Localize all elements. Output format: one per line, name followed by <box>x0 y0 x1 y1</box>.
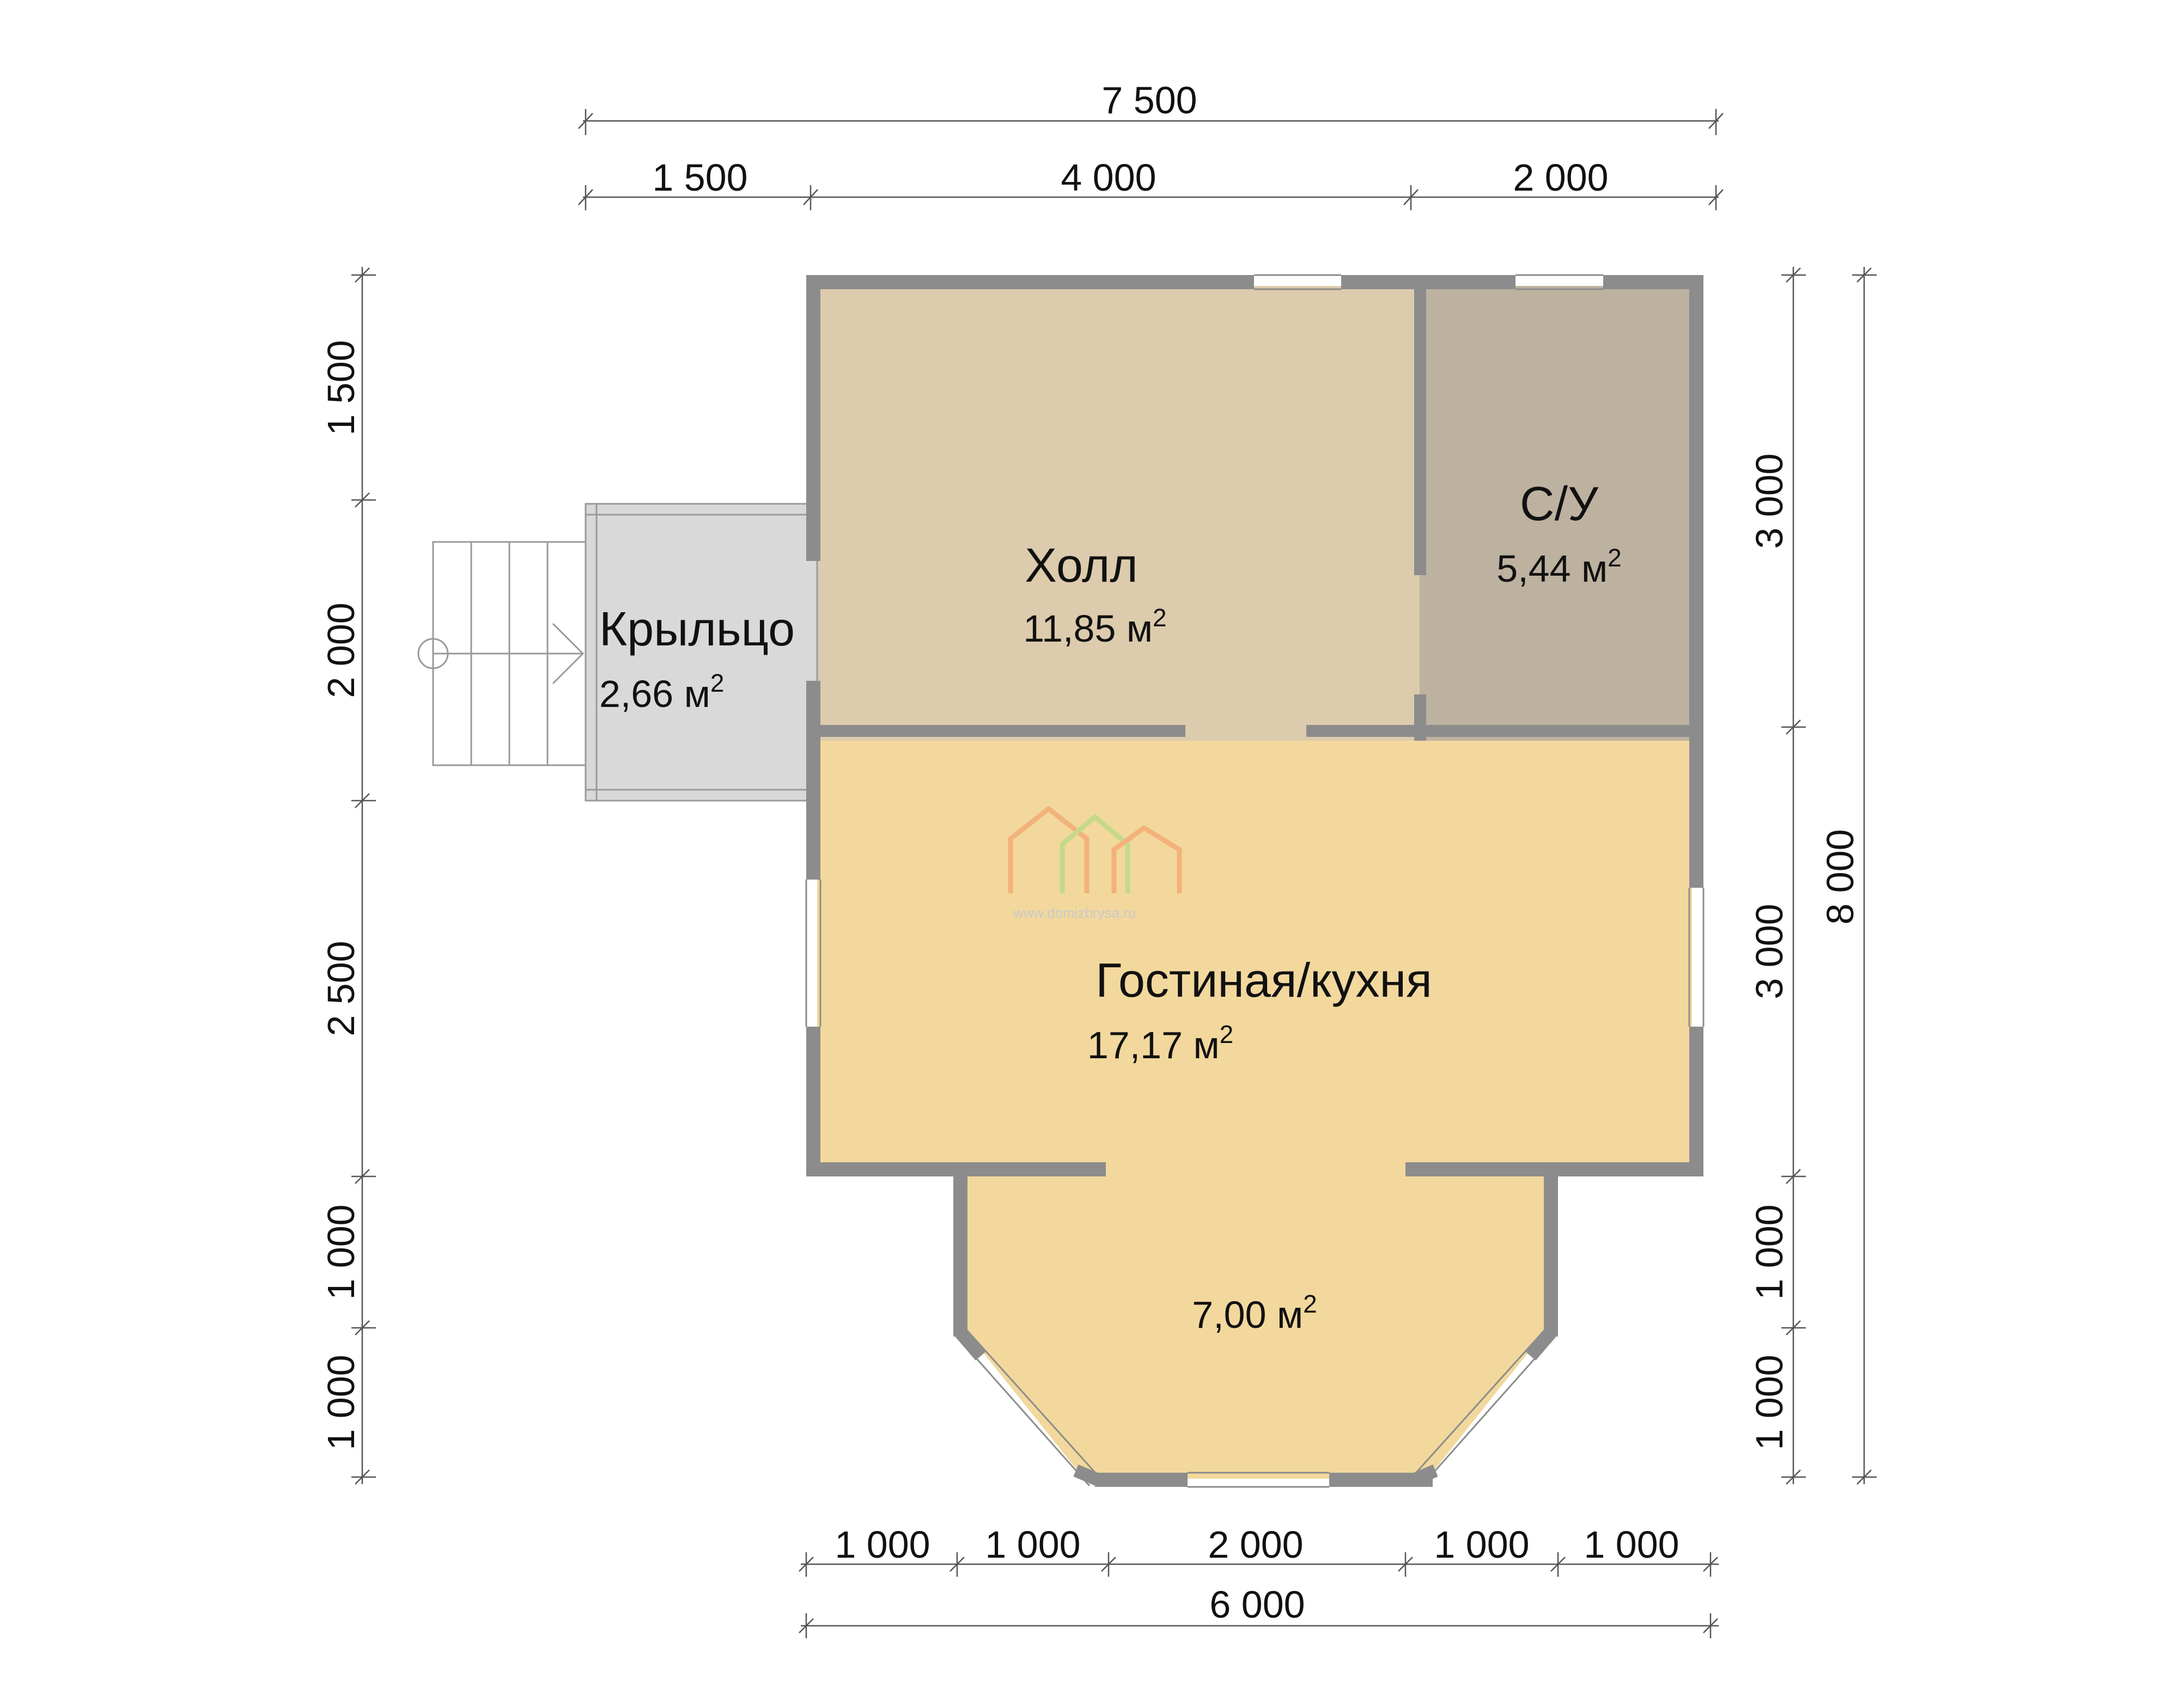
right-total-dimension: 8 000 <box>1819 267 1877 1485</box>
logo-house-1 <box>1008 806 1090 893</box>
bottom-seg-2: 1 000 <box>985 1523 1080 1566</box>
bay-area: 7,00 м2 <box>1192 1290 1317 1336</box>
left-seg-5: 1 000 <box>320 1355 362 1450</box>
porch-floor <box>586 504 817 801</box>
porch-outline <box>585 503 818 802</box>
top-seg-2: 4 000 <box>1061 156 1156 199</box>
bathroom-area: 5,44 м2 <box>1496 544 1621 590</box>
top-seg-3: 2 000 <box>1513 156 1608 199</box>
logo-house-3 <box>1111 825 1182 893</box>
living-floor <box>817 741 1692 1171</box>
left-seg-1: 1 500 <box>320 340 362 435</box>
left-seg-2: 2 000 <box>320 602 362 698</box>
bottom-segment-dimensions: 1 000 1 000 2 000 1 000 1 000 <box>799 1523 1719 1577</box>
window-frames <box>805 274 1705 1488</box>
bay-diagonal-walls <box>955 1328 1556 1486</box>
bay-floor <box>964 1171 1547 1479</box>
right-seg-2: 3 000 <box>1748 904 1791 999</box>
left-segment-dimensions: 1 500 2 000 2 500 1 000 1 000 <box>320 267 376 1485</box>
porch-stairs <box>417 541 587 766</box>
right-seg-3: 1 000 <box>1748 1204 1791 1300</box>
bathroom-name: С/У <box>1520 477 1599 530</box>
hall-floor <box>817 286 1420 741</box>
walls <box>806 275 1703 1487</box>
top-total-label: 7 500 <box>1101 79 1197 121</box>
bay-diagonal-windows <box>955 1327 1556 1486</box>
right-total-label: 8 000 <box>1819 829 1861 924</box>
logo-house-2 <box>1060 814 1130 893</box>
bottom-seg-3: 2 000 <box>1208 1523 1303 1566</box>
porch-name: Крыльцо <box>599 602 795 656</box>
bottom-seg-1: 1 000 <box>835 1523 930 1566</box>
bottom-seg-4: 1 000 <box>1434 1523 1529 1566</box>
left-seg-4: 1 000 <box>320 1204 362 1300</box>
living-area: 17,17 м2 <box>1087 1020 1233 1066</box>
top-seg-1: 1 500 <box>652 156 747 199</box>
bathroom-floor <box>1420 286 1692 741</box>
living-name: Гостиная/кухня <box>1095 953 1432 1007</box>
right-seg-4: 1 000 <box>1748 1355 1791 1450</box>
bottom-total-dimension: 6 000 <box>799 1583 1719 1638</box>
left-seg-3: 2 500 <box>320 941 362 1036</box>
bottom-seg-5: 1 000 <box>1584 1523 1679 1566</box>
right-seg-1: 3 000 <box>1748 453 1791 548</box>
bottom-total-label: 6 000 <box>1209 1583 1305 1626</box>
hall-area: 11,85 м2 <box>1023 603 1166 650</box>
top-segment-dimensions: 1 500 4 000 2 000 <box>578 156 1724 210</box>
right-segment-dimensions: 3 000 3 000 1 000 1 000 <box>1748 267 1806 1485</box>
porch-area: 2,66 м2 <box>599 669 724 715</box>
hall-name: Холл <box>1025 538 1137 592</box>
top-total-dimension: 7 500 <box>578 79 1724 135</box>
logo-watermark: www.domizbrysa.ru <box>1008 806 1182 921</box>
logo-caption: www.domizbrysa.ru <box>1013 905 1136 921</box>
